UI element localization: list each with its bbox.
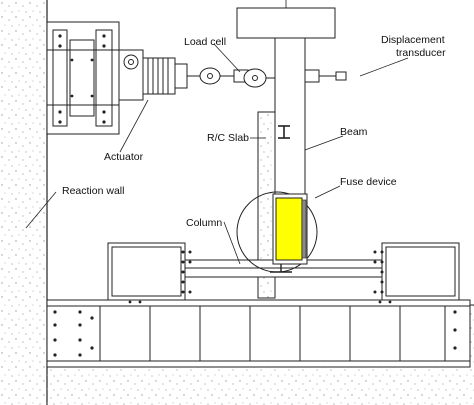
- label-fuse-device: Fuse device: [340, 176, 397, 188]
- right-column-block: [373, 242, 460, 301]
- base-steel-frame: [46, 299, 471, 368]
- label-rc-slab: R/C Slab: [207, 132, 249, 144]
- left-column-block: [107, 242, 192, 301]
- actuator: [118, 49, 221, 101]
- reaction-wall: [0, 0, 48, 405]
- label-actuator: Actuator: [104, 151, 144, 163]
- label-column: Column: [186, 217, 222, 229]
- leader-lines: [25, 43, 409, 265]
- displacement-transducer: [304, 69, 347, 83]
- actuator-bracket: [46, 21, 120, 135]
- label-load-cell: Load cell: [184, 36, 226, 48]
- label-displacement-line2: transducer: [396, 47, 446, 59]
- i-section-symbol: [278, 125, 290, 139]
- label-beam: Beam: [340, 126, 368, 138]
- label-reaction-wall: Reaction wall: [62, 185, 124, 197]
- top-box: [236, 7, 336, 39]
- fuse-device: [270, 193, 308, 273]
- label-displacement-line1: Displacement: [381, 34, 445, 46]
- load-cell: [220, 68, 275, 88]
